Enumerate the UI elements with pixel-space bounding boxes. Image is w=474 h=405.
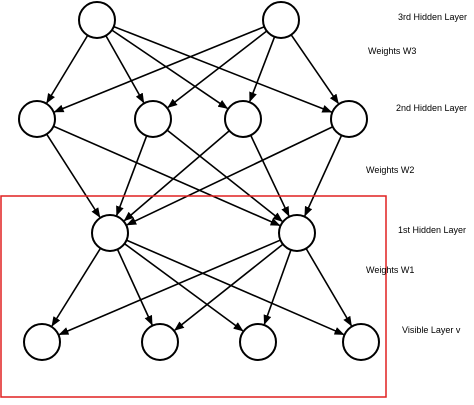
- layer2-node-3: [224, 100, 262, 138]
- highlight-box: [0, 195, 387, 398]
- edge-layer3-1-to-layer2-3: [111, 29, 229, 109]
- layer2-node-4: [330, 100, 368, 138]
- edge-layer1-1-to-visible-2: [116, 249, 153, 326]
- edge-layer2-2-to-layer1-2: [166, 129, 283, 222]
- neuron-nodes: [18, 1, 380, 361]
- edge-layer1-1-to-visible-4: [126, 239, 345, 336]
- weights1-label: Weights W1: [366, 265, 414, 275]
- visible-node-2: [141, 323, 179, 361]
- edge-layer3-1-to-layer2-2: [105, 35, 145, 104]
- layer1-node-1: [91, 214, 129, 252]
- edge-layer2-1-to-layer1-2: [53, 125, 281, 227]
- visible-node-3: [239, 323, 277, 361]
- edge-layer2-4-to-layer1-1: [126, 126, 334, 226]
- edge-layer2-2-to-layer1-1: [115, 135, 148, 217]
- edge-layer2-1-to-layer1-1: [46, 133, 101, 218]
- weights2-label: Weights W2: [366, 165, 414, 175]
- layer1-label: 1st Hidden Layer: [398, 225, 466, 235]
- layer3-node-2: [262, 1, 300, 39]
- edge-layer3-2-to-layer2-1: [53, 26, 265, 113]
- edge-layer1-1-to-visible-3: [124, 243, 244, 332]
- edge-layer1-2-to-visible-2: [174, 243, 284, 331]
- layer2-node-1: [18, 100, 56, 138]
- edge-layer1-1-to-visible-1: [51, 247, 102, 327]
- layer1-node-2: [278, 214, 316, 252]
- edge-layer1-2-to-visible-1: [58, 239, 281, 336]
- edge-layer3-2-to-layer2-4: [290, 34, 339, 105]
- edge-layer2-4-to-layer1-2: [304, 135, 343, 217]
- edge-layer3-1-to-layer2-1: [46, 34, 89, 104]
- edge-layer1-2-to-visible-4: [305, 248, 353, 327]
- weight-edges: [46, 25, 353, 336]
- edge-layer3-2-to-layer2-2: [167, 30, 268, 109]
- layer2-label: 2nd Hidden Layer: [396, 103, 467, 113]
- weights3-label: Weights W3: [368, 46, 416, 56]
- edge-layer2-3-to-layer1-1: [123, 130, 230, 222]
- edge-layer2-3-to-layer1-2: [249, 134, 290, 217]
- visible-layer-label: Visible Layer v: [402, 325, 461, 335]
- edge-layer3-2-to-layer2-3: [249, 36, 276, 103]
- visible-node-1: [23, 323, 61, 361]
- visible-node-4: [342, 323, 380, 361]
- edge-layer3-1-to-layer2-4: [113, 25, 333, 113]
- layer3-node-1: [78, 1, 116, 39]
- layer2-node-2: [134, 100, 172, 138]
- layer3-label: 3rd Hidden Layer: [398, 12, 467, 22]
- edge-layer1-2-to-visible-3: [263, 249, 292, 326]
